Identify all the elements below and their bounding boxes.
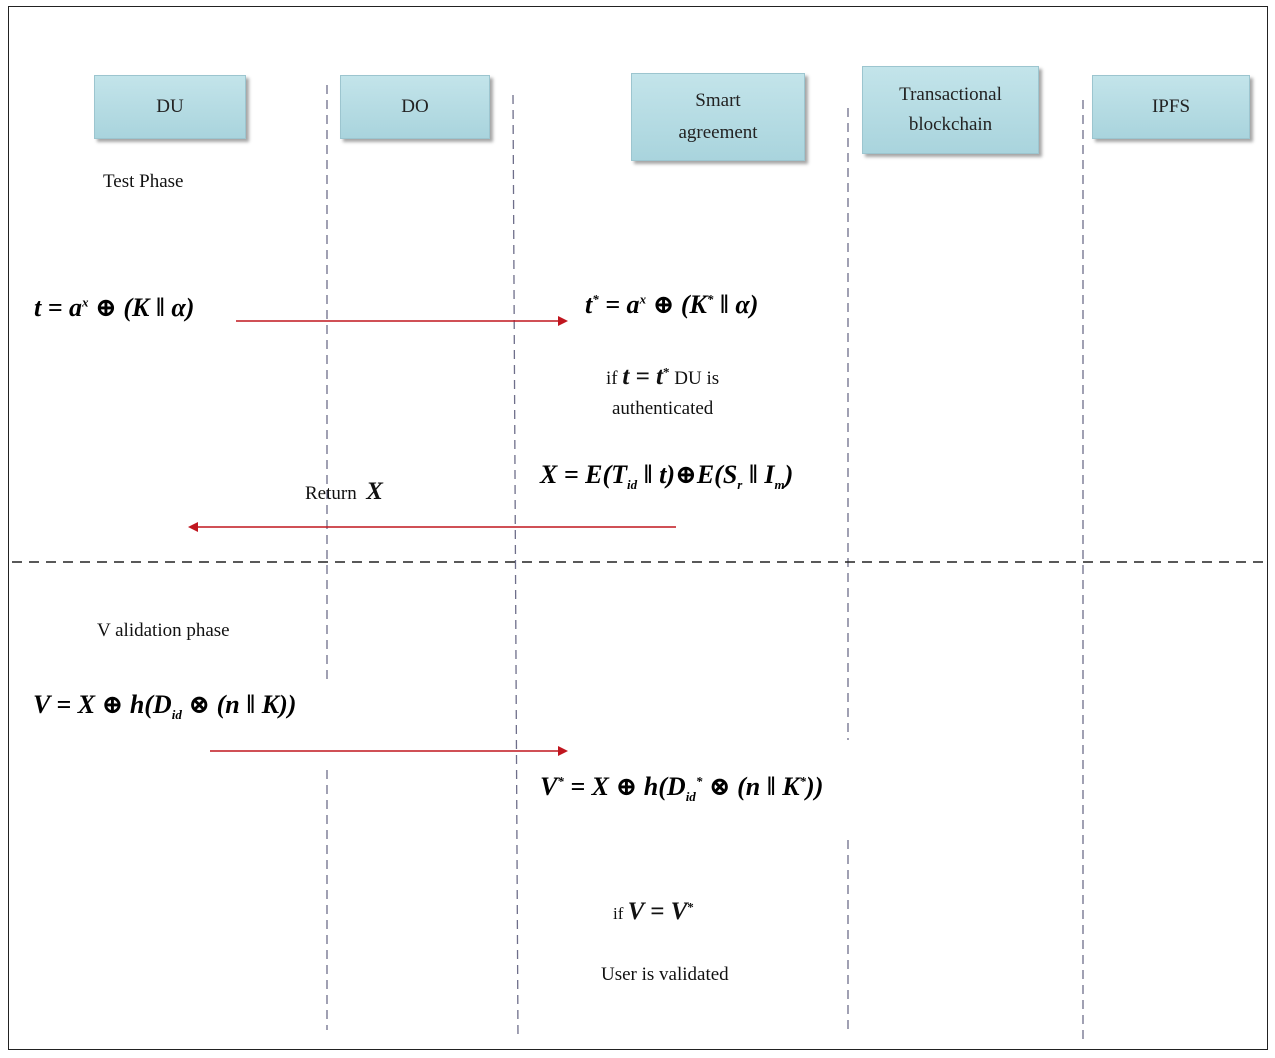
validation-phase-label: V alidation phase: [97, 620, 230, 641]
validation-condition: if V = V*: [613, 898, 694, 925]
actor-do-label: DO: [401, 96, 429, 117]
actor-do: DO: [340, 75, 490, 139]
lifeline-do-smart: [512, 94, 519, 1041]
auth-condition-line2: authenticated: [612, 398, 714, 419]
validation-result: User is validated: [601, 964, 729, 985]
equation-v: V = X ⊕ h(Did ⊗ (n ‖ K)): [33, 690, 297, 723]
actor-du: DU: [94, 75, 246, 139]
diagram-frame: [8, 6, 1268, 1050]
equation-t-star: t* = ax ⊕ (K* ‖ α): [585, 290, 759, 319]
actor-smart-agreement: Smart agreement: [631, 73, 805, 161]
equation-t: t = ax ⊕ (K ‖ α): [34, 293, 195, 322]
test-phase-label: Test Phase: [103, 171, 184, 192]
actor-tx-label-2: blockchain: [908, 114, 993, 135]
equation-v-star: V* = X ⊕ h(Did* ⊗ (n ‖ K*)): [540, 772, 824, 805]
actor-smart-label-2: agreement: [678, 122, 758, 143]
actor-transactional-blockchain: Transactional blockchain: [862, 66, 1039, 154]
equation-x: X = E(Tid ‖ t)⊕E(Sr ‖ Im): [540, 460, 794, 493]
actor-ipfs: IPFS: [1092, 75, 1250, 139]
actor-du-label: DU: [156, 96, 184, 117]
actor-smart-label-1: Smart: [695, 90, 741, 111]
auth-condition: if t = t* DU is: [606, 363, 720, 390]
return-label: Return X: [305, 478, 383, 505]
actor-ipfs-label: IPFS: [1151, 96, 1191, 117]
actor-tx-label-1: Transactional: [899, 84, 1002, 105]
